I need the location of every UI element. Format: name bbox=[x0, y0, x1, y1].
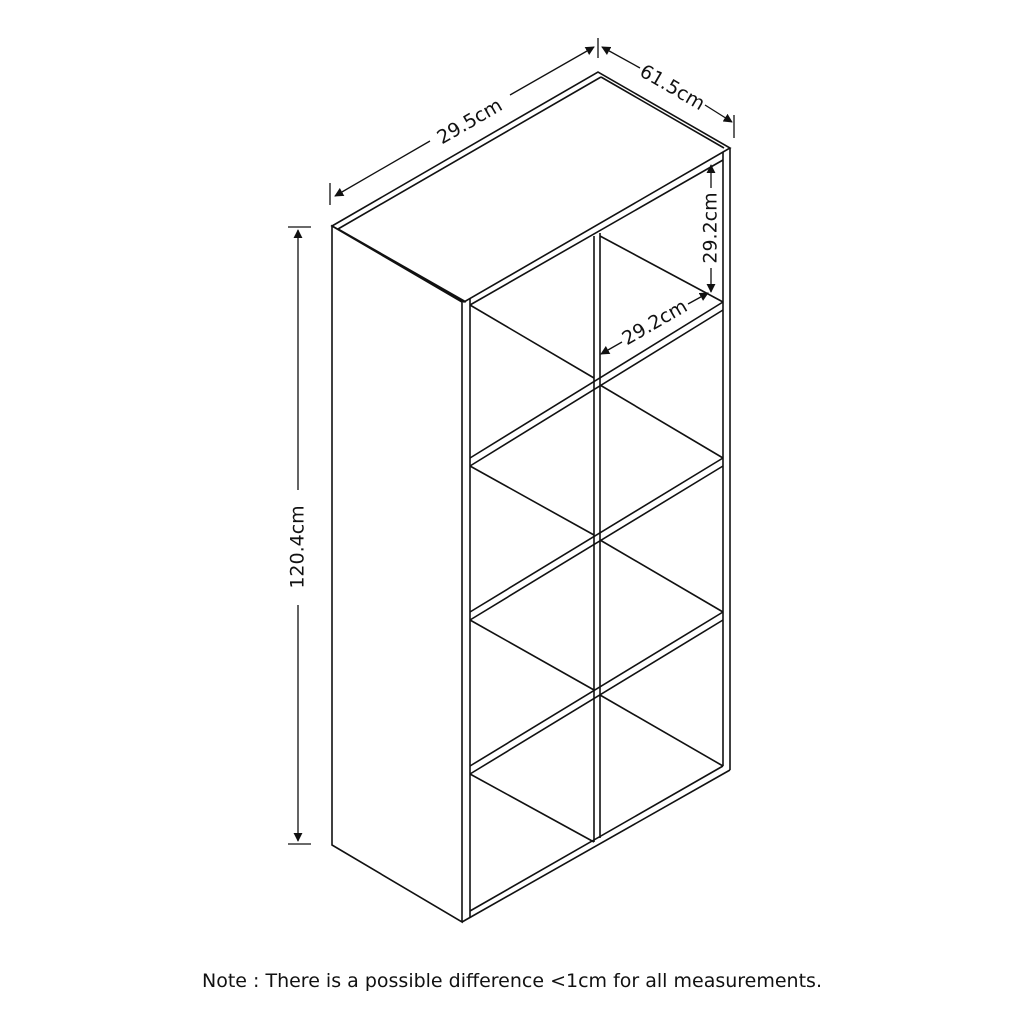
dimension-height bbox=[288, 226, 311, 845]
cube-width-label: 29.2cm bbox=[618, 295, 691, 350]
measurement-note: Note : There is a possible difference <1… bbox=[202, 970, 822, 992]
dimension-depth bbox=[329, 38, 599, 205]
dimension-width bbox=[601, 46, 735, 138]
height-label: 120.4cm bbox=[287, 505, 309, 588]
cube-height-label: 29.2cm bbox=[700, 192, 722, 263]
bookcase-outline bbox=[330, 71, 732, 924]
dimension-cube-width bbox=[600, 292, 709, 355]
